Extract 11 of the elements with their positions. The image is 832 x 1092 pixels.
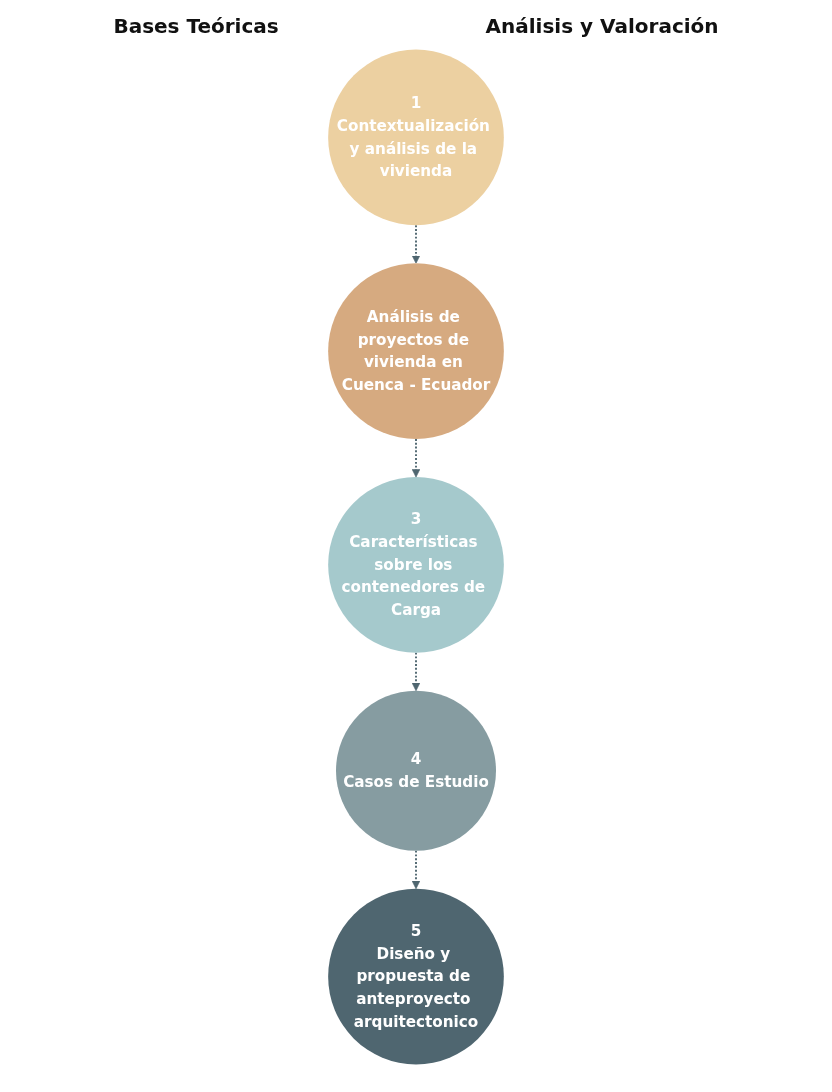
node-circle: Análisis de proyectos de vivienda en Cuenca - Ecuador — [328, 263, 504, 439]
column-heading: Análisis y Valoración — [485, 14, 719, 38]
column-heading: Bases Teóricas — [113, 14, 279, 38]
arrow — [411, 438, 421, 478]
node-circle: 1 Contextualización y análisis de la vivienda — [328, 49, 504, 226]
node-circle: 3 Características sobre los contenedores de Carga — [328, 477, 504, 653]
node-circle: 4 Casos de Estudio — [336, 690, 496, 851]
arrow — [411, 849, 421, 890]
node-circle: 5 Diseño y propuesta de anteproyecto arquitectonico — [328, 888, 504, 1065]
arrow — [411, 224, 421, 264]
arrow — [411, 651, 421, 692]
